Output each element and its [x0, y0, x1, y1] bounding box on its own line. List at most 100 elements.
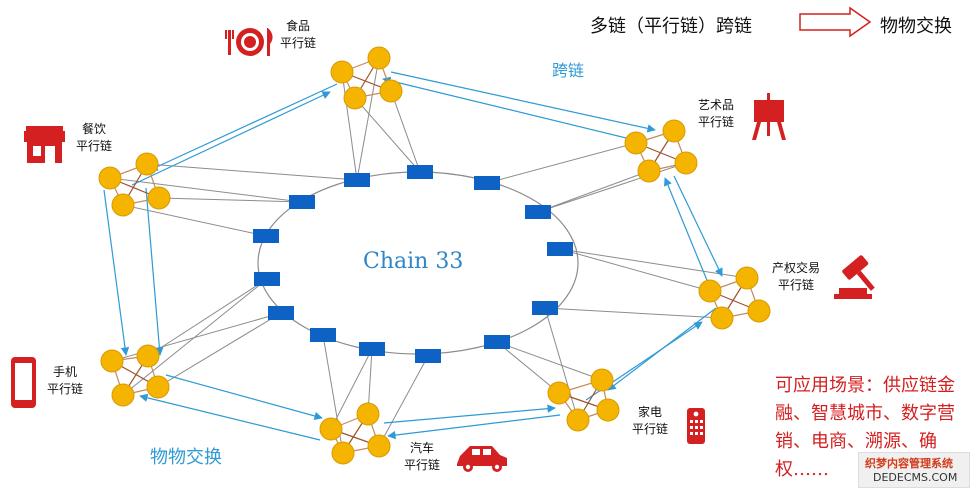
- watermark-line2: DEDECMS.COM: [873, 471, 958, 484]
- cross-chain-arrow: [390, 71, 656, 133]
- block-to-node-edge: [559, 248, 711, 292]
- cross-chain-arrow: [383, 404, 556, 424]
- plate-fork-knife-icon: [225, 28, 273, 56]
- block-to-node-edge: [496, 341, 560, 394]
- parallel-chain-node: [674, 151, 698, 175]
- chain-block: [547, 242, 573, 256]
- parallel-chain-node: [356, 402, 380, 426]
- chain-block: [407, 165, 433, 179]
- block-to-node-edge: [330, 348, 373, 430]
- property-chain-label: 产权交易平行链: [772, 261, 821, 292]
- parallel-chain-node: [590, 368, 614, 392]
- parallel-chain-node: [637, 159, 661, 183]
- parallel-chain-node: [662, 119, 686, 143]
- block-to-node-edge: [157, 312, 282, 388]
- watermark-line1: 织梦内容管理系统: [865, 457, 953, 470]
- chain-block: [532, 301, 558, 315]
- block-to-node-edge: [146, 163, 358, 181]
- block-to-node-edge: [356, 57, 380, 181]
- parallel-chain-node: [331, 441, 355, 465]
- parallel-chain-node: [147, 186, 171, 210]
- cross-chain-arrow: [131, 91, 331, 186]
- barter-label: 物物交换: [150, 447, 222, 468]
- cross-chain-arrow: [139, 393, 321, 441]
- parallel-chain-node: [367, 434, 391, 458]
- parallel-chain-node: [135, 152, 159, 176]
- cross-chain-arrow: [382, 76, 648, 144]
- food-chain-label: 食品平行链: [280, 19, 317, 50]
- parallel-chain-node: [698, 279, 722, 303]
- parallel-chain-node: [343, 86, 367, 110]
- parallel-chain-node: [547, 381, 571, 405]
- easel-icon: [752, 93, 786, 140]
- block-to-node-edge: [544, 307, 723, 319]
- parallel-chain-node: [710, 306, 734, 330]
- parallel-chain-node: [735, 266, 759, 290]
- remote-control-icon: [687, 408, 705, 444]
- cross-chain-arrow: [663, 177, 712, 291]
- cross-chain-arrow: [165, 374, 323, 421]
- parallel-chain-node: [98, 166, 122, 190]
- legend-text: 多链（平行链）跨链: [590, 16, 752, 37]
- chain-block: [253, 229, 279, 243]
- cross-chain-arrow: [103, 189, 130, 356]
- chain-block: [344, 173, 370, 187]
- block-to-node-edge: [390, 90, 421, 173]
- chain-block: [359, 342, 385, 356]
- chain-block: [289, 195, 315, 209]
- chain-block: [310, 328, 336, 342]
- chain-block: [268, 306, 294, 320]
- parallel-chain-node: [111, 193, 135, 217]
- chain-block: [254, 272, 280, 286]
- block-to-node-edge: [537, 162, 687, 213]
- block-to-node-edge: [109, 177, 303, 203]
- car-icon: [457, 446, 507, 472]
- application-scenarios: 可应用场景：供应链金融、智慧城市、数字营销、电商、溯源、确权……: [775, 375, 955, 480]
- parallel-chain-node: [100, 349, 124, 373]
- parallel-chain-node: [330, 60, 354, 84]
- chain-block: [474, 176, 500, 190]
- storefront-icon: [24, 126, 65, 163]
- chain-block: [415, 349, 441, 363]
- block-to-node-edge: [544, 307, 579, 421]
- chain-block: [525, 205, 551, 219]
- cross-chain-arrow: [387, 414, 561, 440]
- block-to-node-edge: [354, 97, 421, 173]
- block-to-node-edge: [158, 197, 303, 203]
- cross-chain-arrow: [673, 175, 723, 277]
- auto-chain-label: 汽车平行链: [404, 441, 441, 472]
- main-chain-blocks: [253, 165, 573, 363]
- parallel-chain-node: [566, 408, 590, 432]
- parallel-chain-clusters: [98, 46, 771, 465]
- block-to-node-edge: [559, 248, 748, 279]
- legend-target-label: 物物交换: [880, 16, 952, 37]
- chain-block: [484, 335, 510, 349]
- legend-arrow-icon: [799, 6, 872, 38]
- cross-chain-arrow: [149, 83, 338, 171]
- parallel-chain-node: [319, 417, 343, 441]
- parallel-chain-node: [379, 79, 403, 103]
- gavel-icon: [834, 255, 875, 299]
- parallel-chain-node: [747, 299, 771, 323]
- catering-chain-label: 餐饮平行链: [76, 122, 113, 153]
- parallel-chain-node: [367, 46, 391, 70]
- block-to-node-edge: [147, 278, 268, 357]
- appliance-chain-label: 家电平行链: [632, 405, 669, 436]
- parallel-chain-node: [136, 344, 160, 368]
- parallel-chain-node: [111, 383, 135, 407]
- parallel-chain-node: [596, 398, 620, 422]
- parallel-chain-node: [146, 375, 170, 399]
- block-to-node-edge: [341, 71, 358, 181]
- art-chain-label: 艺术品平行链: [698, 98, 735, 129]
- phone-chain-label: 手机平行链: [47, 365, 84, 396]
- block-to-node-edge: [486, 142, 637, 184]
- watermark: 织梦内容管理系统 DEDECMS.COM: [858, 452, 970, 488]
- main-chain-title: Chain 33: [363, 249, 464, 274]
- parallel-chain-node: [624, 131, 648, 155]
- cross-chain-label: 跨链: [552, 61, 585, 80]
- cross-chain-arrow: [145, 187, 164, 356]
- block-to-node-edge: [537, 170, 650, 213]
- block-to-node-edge: [122, 204, 267, 237]
- block-to-node-edge: [496, 341, 603, 381]
